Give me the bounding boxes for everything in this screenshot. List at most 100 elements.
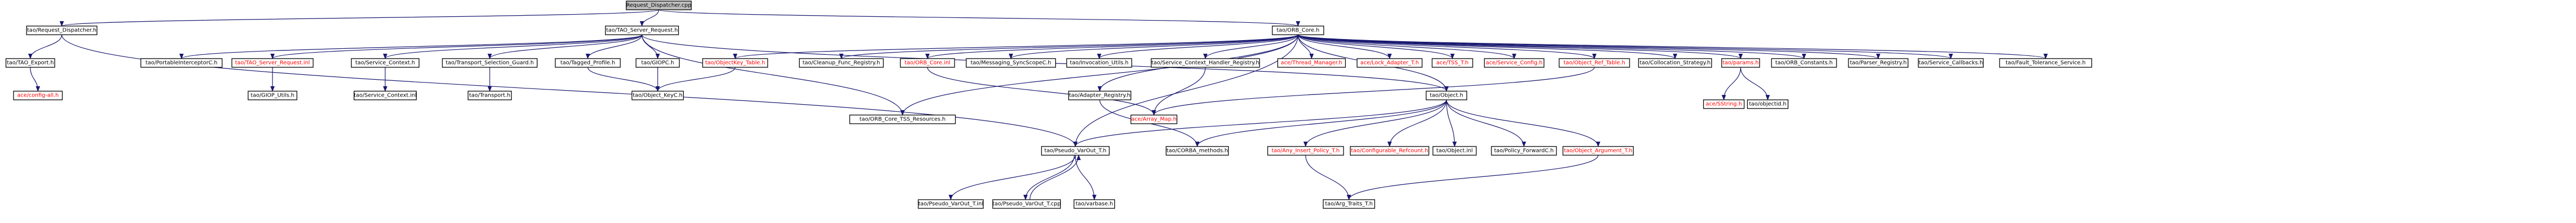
node-tao-messaging-syncscopec-h[interactable]: tao/Messaging_SyncScopeC.h: [965, 58, 1056, 68]
node-box: [1151, 58, 1260, 68]
edge-tao-object-h-to-tao-pseudo-varout-t-h: [1073, 99, 1447, 147]
node-tao-object-h[interactable]: tao/Object.h: [1425, 91, 1468, 100]
edge-tao-orb-core-h-to-ace-lock-adapter-t-h: [1297, 34, 1392, 59]
node-box: [1267, 146, 1344, 156]
node-label: ace/Array_Map.h: [1131, 117, 1177, 123]
node-tao-orb-core-tss-resources-h[interactable]: tao/ORB_Core_TSS_Resources.h: [849, 114, 956, 124]
node-box: [1073, 199, 1115, 209]
node-label: tao/Configurable_Refcount.h: [1351, 148, 1428, 154]
edge-request-dispatcher-cpp-to-tao-request-dispatcher-h: [60, 9, 659, 27]
node-tao-object-inl[interactable]: tao/Object.inl: [1432, 146, 1477, 156]
node-tao-objectid-h[interactable]: tao/objectid.h: [1747, 99, 1789, 109]
node-tao-tagged-profile-h[interactable]: tao/Tagged_Profile.h: [555, 58, 621, 68]
node-tao-fault-tolerance-service-h[interactable]: tao/Fault_Tolerance_Service.h: [1999, 58, 2092, 68]
node-tao-transport-selection-guard-h[interactable]: tao/Transport_Selection_Guard.h: [442, 58, 538, 68]
edge-tao-orb-core-h-to-tao-orb-core-inl: [925, 34, 1299, 59]
node-label: tao/Object.inl: [1436, 148, 1472, 154]
edge-tao-tao-server-request-h-to-tao-tao-server-request-inl: [270, 34, 643, 59]
node-tao-service-context-inl[interactable]: tao/Service_Context.inl: [353, 91, 417, 100]
node-tao-pseudo-varout-t-h[interactable]: tao/Pseudo_VarOut_T.h: [1041, 146, 1110, 156]
node-tao-service-context-handler-registry-h[interactable]: tao/Service_Context_Handler_Registry.h: [1151, 58, 1260, 68]
node-tao-portableinterceptorc-h[interactable]: tao/PortableInterceptorC.h: [140, 58, 223, 68]
node-tao-giopc-h[interactable]: tao/GIOPC.h: [635, 58, 680, 68]
node-label: tao/Object_Ref_Table.h: [1563, 60, 1625, 66]
node-label: tao/ORB_Core.h: [1277, 28, 1320, 34]
node-tao-orb-core-inl[interactable]: tao/ORB_Core.inl: [900, 58, 955, 68]
node-box: [605, 26, 679, 35]
node-label: tao/Fault_Tolerance_Service.h: [2006, 60, 2086, 66]
node-label: tao/Pseudo_VarOut_T.inl: [918, 201, 983, 207]
edge-tao-tao-server-request-h-to-tao-orb-core-tss-resources-h: [641, 34, 905, 116]
node-tao-objectkey-table-h[interactable]: tao/ObjectKey_Table.h: [702, 58, 768, 68]
node-tao-adapter-registry-h[interactable]: tao/Adapter_Registry.h: [1068, 91, 1132, 100]
node-tao-object-keyc-h[interactable]: tao/Object_KeyC.h: [631, 91, 684, 100]
node-tao-pseudo-varout-t-cpp[interactable]: tao/Pseudo_VarOut_T.cpp: [992, 199, 1061, 209]
node-tao-tao-export-h[interactable]: tao/TAO_Export.h: [5, 58, 55, 68]
node-tao-parser-registry-h[interactable]: tao/Parser_Registry.h: [1848, 58, 1909, 68]
node-label: tao/PortableInterceptorC.h: [146, 60, 218, 66]
edge-tao-orb-core-h-to-tao-messaging-syncscopec-h: [1009, 34, 1299, 59]
node-tao-orb-core-h[interactable]: tao/ORB_Core.h: [1271, 26, 1325, 35]
node-tao-object-ref-table-h[interactable]: tao/Object_Ref_Table.h: [1559, 58, 1630, 68]
node-tao-service-context-h[interactable]: tao/Service_Context.h: [351, 58, 420, 68]
node-box: [1721, 58, 1760, 68]
node-ace-service-config-h[interactable]: ace/Service_Config.h: [1484, 58, 1545, 68]
node-tao-collocation-strategy-h[interactable]: tao/Collocation_Strategy.h: [1638, 58, 1712, 68]
node-box: [555, 58, 621, 68]
edge-tao-tao-server-request-h-to-tao-giopc-h: [641, 34, 660, 59]
node-tao-tao-server-request-inl[interactable]: tao/TAO_Server_Request.inl: [231, 58, 314, 68]
node-tao-configurable-refcount-h[interactable]: tao/Configurable_Refcount.h: [1349, 146, 1430, 156]
node-tao-request-dispatcher-h[interactable]: tao/Request_Dispatcher.h: [26, 26, 98, 35]
node-tao-any-insert-policy-t-h[interactable]: tao/Any_Insert_Policy_T.h: [1267, 146, 1344, 156]
node-tao-varbase-h[interactable]: tao/varbase.h: [1073, 199, 1115, 209]
node-tao-cleanup-func-registry-h[interactable]: tao/Cleanup_Func_Registry.h: [799, 58, 884, 68]
node-box: [1559, 58, 1630, 68]
node-box: [1068, 91, 1132, 100]
edge-tao-object-h-to-tao-object-inl: [1446, 99, 1457, 147]
node-tao-invocation-utils-h[interactable]: tao/Invocation_Utils.h: [1066, 58, 1132, 68]
node-ace-config-all-h[interactable]: ace/config-all.h: [13, 91, 63, 100]
node-label: tao/Pseudo_VarOut_T.h: [1044, 148, 1106, 154]
node-tao-corba-methods-h[interactable]: tao/CORBA_methods.h: [1165, 146, 1229, 156]
node-ace-tss-t-h[interactable]: ace/TSS_T.h: [1431, 58, 1474, 68]
node-label: ace/TSS_T.h: [1436, 60, 1468, 66]
node-ace-array-map-h[interactable]: ace/Array_Map.h: [1130, 114, 1178, 124]
node-tao-orb-constants-h[interactable]: tao/ORB_Constants.h: [1771, 58, 1837, 68]
node-tao-giop-utils-h[interactable]: tao/GIOP_Utils.h: [248, 91, 297, 100]
node-tao-service-callbacks-h[interactable]: tao/Service_Callbacks.h: [1918, 58, 1984, 68]
node-ace-sstring-h[interactable]: ace/SString.h: [1703, 99, 1745, 109]
node-tao-arg-traits-t-h[interactable]: tao/Arg_Traits_T.h: [1322, 199, 1375, 209]
node-ace-thread-manager-h[interactable]: ace/Thread_Manager.h: [1277, 58, 1346, 68]
edge-tao-pseudo-varout-t-h-to-tao-varbase-h: [1075, 155, 1096, 200]
edge-tao-params-h-to-tao-objectid-h: [1740, 67, 1770, 100]
node-box: [1747, 99, 1789, 109]
node-box: [1491, 146, 1557, 156]
node-box: [1638, 58, 1712, 68]
edge-tao-object-argument-t-h-to-tao-arg-traits-t-h: [1347, 155, 1599, 200]
node-tao-tao-server-request-h[interactable]: tao/TAO_Server_Request.h: [605, 26, 679, 35]
node-request-dispatcher-cpp[interactable]: Request_Dispatcher.cpp: [626, 1, 692, 10]
node-box: [1041, 146, 1110, 156]
node-box: [992, 199, 1061, 209]
node-label: tao/varbase.h: [1075, 201, 1113, 207]
edge-tao-objectkey-table-h-to-tao-object-keyc-h: [656, 67, 736, 92]
edge-tao-any-insert-policy-t-h-to-tao-arg-traits-t-h: [1305, 155, 1351, 200]
node-tao-transport-h[interactable]: tao/Transport.h: [468, 91, 512, 100]
node-tao-params-h[interactable]: tao/params.h: [1721, 58, 1760, 68]
node-tao-pseudo-varout-t-inl[interactable]: tao/Pseudo_VarOut_T.inl: [918, 199, 984, 209]
edge-tao-orb-core-h-to-tao-orb-core-tss-resources-h: [900, 34, 1299, 116]
edge-tao-orb-core-h-to-tao-orb-constants-h: [1297, 34, 1806, 59]
edge-tao-orb-core-h-to-ace-tss-t-h: [1297, 34, 1455, 59]
node-label: tao/Service_Context_Handler_Registry.h: [1151, 60, 1259, 66]
node-label: tao/Transport_Selection_Guard.h: [446, 60, 534, 66]
node-box: [635, 58, 680, 68]
node-box: [468, 91, 512, 100]
node-ace-lock-adapter-t-h[interactable]: ace/Lock_Adapter_T.h: [1357, 58, 1423, 68]
node-tao-object-argument-t-h[interactable]: tao/Object_Argument_T.h: [1562, 146, 1634, 156]
node-box: [900, 58, 955, 68]
edge-tao-orb-core-h-to-tao-service-callbacks-h: [1297, 34, 1953, 59]
node-label: tao/Adapter_Registry.h: [1069, 93, 1130, 99]
node-tao-policy-forwardc-h[interactable]: tao/Policy_ForwardC.h: [1491, 146, 1557, 156]
edge-tao-tao-server-request-h-to-tao-portableinterceptorc-h: [179, 34, 643, 59]
